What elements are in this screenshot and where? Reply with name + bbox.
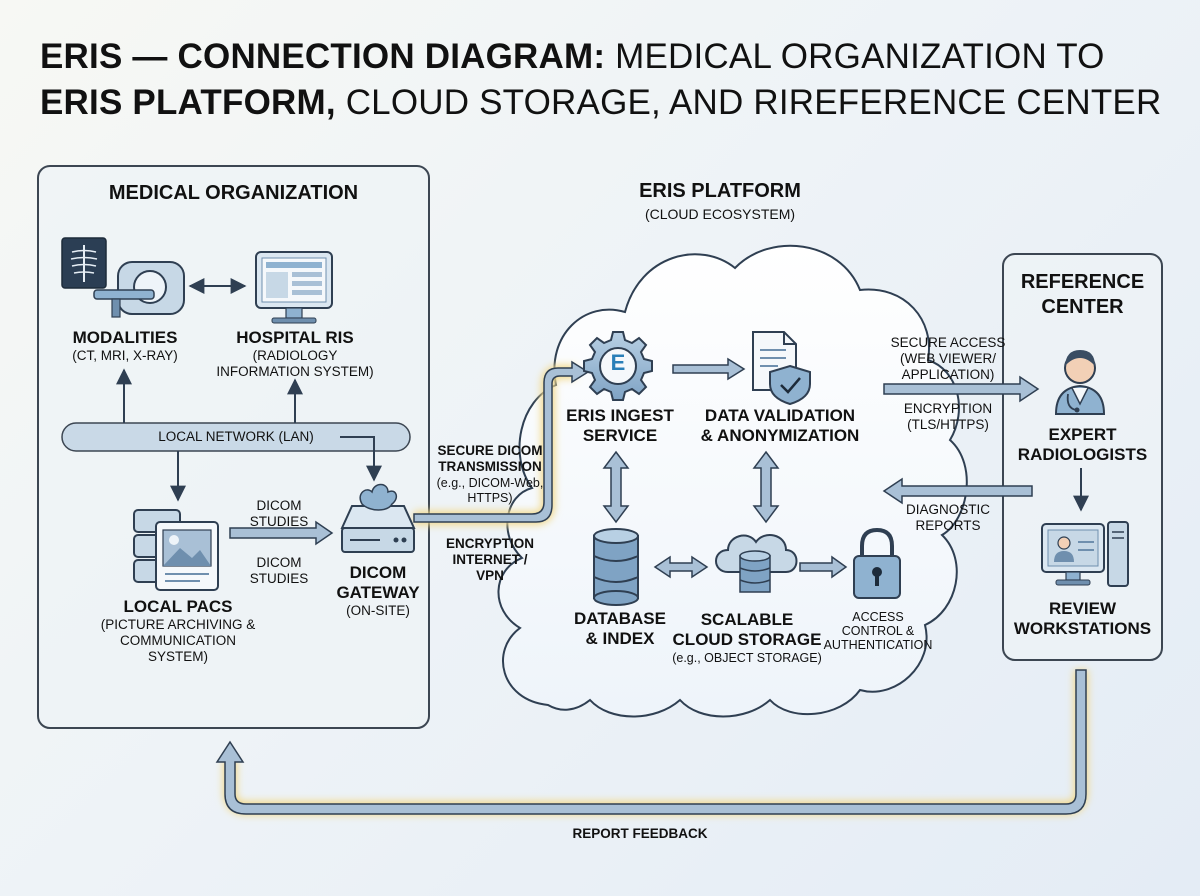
diagnostic-reports-label-1: DIAGNOSTIC	[905, 502, 990, 517]
secure-access-label-1: SECURE ACCESS	[890, 335, 1006, 350]
access-label-2: CONTROL &	[841, 624, 915, 638]
ingest-label-2: SERVICE	[582, 426, 658, 445]
workstation-icon	[1041, 521, 1129, 587]
pacs-sub-1: (PICTURE ARCHIVING &	[100, 617, 256, 632]
storage-sub: (e.g., OBJECT STORAGE)	[672, 651, 822, 665]
validation-label-1: DATA VALIDATION	[704, 406, 856, 425]
reference-center-heading-1: REFERENCE	[1020, 271, 1145, 293]
encryption-label: ENCRYPTION	[903, 401, 993, 416]
radiologist-icon	[1054, 350, 1106, 415]
image-file-icon	[155, 521, 219, 591]
dicom-studies-top-1: DICOM	[256, 498, 302, 513]
eris-platform-sub: (CLOUD ECOSYSTEM)	[644, 206, 796, 222]
hospital-ris-sub-2: INFORMATION SYSTEM)	[216, 364, 374, 379]
medical-organization-heading: MEDICAL ORGANIZATION	[108, 182, 359, 204]
pacs-sub-2: COMMUNICATION	[120, 633, 236, 648]
title-line-1: ERIS — CONNECTION DIAGRAM: MEDICAL ORGAN…	[40, 37, 1105, 76]
radiologists-label-1: EXPERT	[1048, 425, 1117, 444]
eris-logo-letter: E	[610, 350, 626, 375]
storage-label-1: SCALABLE	[700, 610, 794, 629]
eris-platform-heading: ERIS PLATFORM	[639, 180, 801, 202]
hospital-ris-sub-1: (RADIOLOGY	[252, 348, 338, 363]
database-label-2: & INDEX	[585, 629, 655, 648]
xray-icon	[61, 237, 107, 289]
lan-bar	[61, 422, 411, 452]
secure-access-label-3: APPLICATION)	[901, 367, 995, 382]
lan-label: LOCAL NETWORK (LAN)	[158, 429, 314, 444]
hospital-ris-label: HOSPITAL RIS	[236, 328, 354, 347]
secure-dicom-label-4: HTTPS)	[467, 491, 513, 505]
validation-label-2: & ANONYMIZATION	[700, 426, 860, 445]
lan-connectors	[116, 278, 1089, 512]
dicom-studies-bottom-2: STUDIES	[249, 571, 309, 586]
gateway-sub: (ON-SITE)	[346, 603, 410, 618]
ingest-gear-icon	[583, 331, 653, 401]
pacs-sub-3: SYSTEM)	[147, 649, 208, 664]
gateway-label-1: DICOM	[349, 563, 407, 582]
title-line-2: ERIS PLATFORM, CLOUD STORAGE, AND RIREFE…	[40, 83, 1162, 122]
workstations-label-1: REVIEW	[1048, 599, 1117, 618]
flow-arrows	[215, 357, 1088, 815]
padlock-icon	[853, 527, 901, 599]
storage-label-2: CLOUD STORAGE	[672, 630, 822, 649]
diagnostic-reports-label-2: REPORTS	[915, 518, 981, 533]
shield-icon	[769, 364, 811, 406]
diagram-title: ERIS — CONNECTION DIAGRAM: MEDICAL ORGAN…	[40, 34, 1161, 126]
encryption-internet-3: VPN	[476, 568, 504, 583]
radiologists-label-2: RADIOLOGISTS	[1017, 445, 1148, 464]
reference-center-heading-2: CENTER	[1041, 296, 1124, 318]
report-feedback-label: REPORT FEEDBACK	[572, 826, 708, 841]
tls-label: (TLS/HTTPS)	[907, 417, 989, 432]
workstations-label-2: WORKSTATIONS	[1013, 619, 1152, 638]
encryption-internet-1: ENCRYPTION	[445, 536, 534, 551]
database-icon	[593, 528, 639, 606]
encryption-internet-2: INTERNET /	[452, 552, 528, 567]
gateway-icon	[340, 483, 416, 553]
access-label-1: ACCESS	[852, 610, 904, 624]
secure-dicom-label-2: TRANSMISSION	[438, 459, 542, 474]
gateway-label-2: GATEWAY	[336, 583, 420, 602]
dicom-studies-top-2: STUDIES	[249, 514, 309, 529]
modalities-sub: (CT, MRI, X-RAY)	[72, 348, 178, 363]
secure-dicom-label-1: SECURE DICOM	[437, 443, 543, 458]
database-label-1: DATABASE	[574, 609, 666, 628]
dicom-studies-bottom-1: DICOM	[256, 555, 302, 570]
secure-access-label-2: (WEB VIEWER/	[899, 351, 996, 366]
cloud-storage-icon	[715, 534, 798, 593]
secure-dicom-label-3: (e.g., DICOM-Web,	[436, 476, 544, 490]
monitor-icon	[255, 251, 333, 324]
modalities-label: MODALITIES	[72, 328, 178, 347]
ct-scanner-icon	[93, 261, 185, 318]
ingest-label-1: ERIS INGEST	[566, 406, 674, 425]
pacs-label: LOCAL PACS	[123, 597, 233, 616]
access-label-3: AUTHENTICATION	[823, 638, 933, 652]
